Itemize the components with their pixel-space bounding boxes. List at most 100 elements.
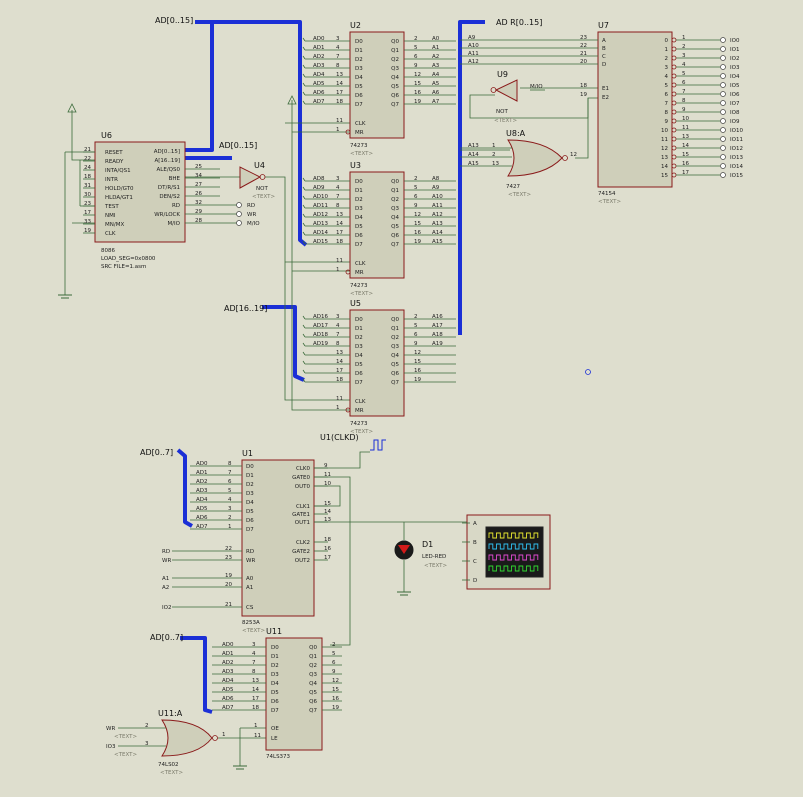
terminal-io4[interactable] [720,73,726,79]
not-body[interactable] [239,166,262,189]
terminal-io9[interactable] [720,118,726,124]
latch-q-pin: Q0 [391,39,399,45]
terminal-io3[interactable] [720,64,726,70]
bus-entry [302,222,306,227]
latch-out-label: A9 [432,185,440,191]
nor-bubble [562,155,568,161]
decoder-in-label: A11 [468,51,479,57]
bus-entry [302,231,306,236]
bus-entry [302,195,306,200]
latch-clk-num: 11 [336,258,343,264]
terminal-label: IO9 [730,119,740,125]
latch-in-num: 14 [252,687,259,693]
terminal-io2[interactable] [720,55,726,61]
latch-d-pin: D6 [355,233,363,239]
terminal-io0[interactable] [720,37,726,43]
nor-body[interactable] [161,719,213,757]
latch-in-num: 4 [336,323,340,329]
terminal-io1[interactable] [720,46,726,52]
timer-ad-num: 5 [228,488,232,494]
timer-body[interactable] [241,459,315,617]
latch-q-pin: Q6 [391,93,399,99]
cpu-body[interactable] [94,141,186,243]
latch-in-num: 17 [336,368,343,374]
latch-mr-pin: MR [355,130,364,136]
latch-body[interactable] [349,309,405,417]
latch-body[interactable] [349,31,405,139]
latch-d-pin: D5 [271,690,279,696]
latch-out-num: 2 [414,36,418,42]
decoder-out-num: 14 [682,143,689,149]
terminal-io12[interactable] [720,145,726,151]
latch-in-num: 4 [336,185,340,191]
terminal-io8[interactable] [720,109,726,115]
bus-entry [302,213,306,218]
cpu-right-num: 27 [195,182,202,188]
latch-out-label: A12 [432,212,443,218]
cpu-right-name: BHE [169,176,181,182]
terminal-io10[interactable] [720,127,726,133]
terminal-io11[interactable] [720,136,726,142]
decoder-in-num: 22 [580,43,587,49]
latch-body[interactable] [349,171,405,279]
decoder-out-num: 1 [682,35,686,41]
decoder-out-num: 13 [682,134,689,140]
terminal-label: IO5 [730,83,740,89]
decoder-sub: <TEXT> [598,199,621,205]
latch-in-label: AD6 [222,696,234,702]
nor-body[interactable] [507,139,563,177]
decoder-out-bubble [671,37,677,43]
terminal-io14[interactable] [720,163,726,169]
timer-right-num: 18 [324,537,331,543]
terminal-rd[interactable] [236,202,242,208]
latch-d-pin: D0 [355,179,363,185]
latch-out-label: A16 [432,314,443,320]
latch-out-num: 6 [414,54,418,60]
cpu-left-name: INTA/QS1 [105,168,131,174]
terminal-io6[interactable] [720,91,726,97]
latch-clk-pin: CLK [355,399,366,405]
terminal-io13[interactable] [720,154,726,160]
latch-in-num: 13 [336,72,343,78]
latch-d-pin: D3 [355,206,363,212]
terminal-io7[interactable] [720,100,726,106]
nor-out-num: 1 [222,732,226,738]
decoder-out-bubble [671,46,677,52]
timer-ad-num: 3 [228,506,232,512]
decoder-out-pin: 10 [661,128,668,134]
latch-d-pin: D4 [355,353,363,359]
latch-in-num: 17 [336,90,343,96]
not-body[interactable] [494,79,518,102]
latch-body[interactable] [265,637,323,751]
bus-entry [302,315,306,320]
terminal-wr[interactable] [236,211,242,217]
terminal-io15[interactable] [720,172,726,178]
decoder-body[interactable] [597,31,673,188]
terminal-m-io[interactable] [236,220,242,226]
latch-q-pin: Q5 [391,224,399,230]
bus-entry [302,46,306,51]
decoder-out-pin: 15 [661,173,668,179]
latch-ref: U11 [266,627,282,636]
bus-entry [302,91,306,96]
cpu-right-name: AD[0..15] [154,149,180,155]
bus-entry [302,342,306,347]
terminal-io5[interactable] [720,82,726,88]
terminal-label: IO14 [730,164,743,170]
decoder-out-num: 6 [682,80,686,86]
